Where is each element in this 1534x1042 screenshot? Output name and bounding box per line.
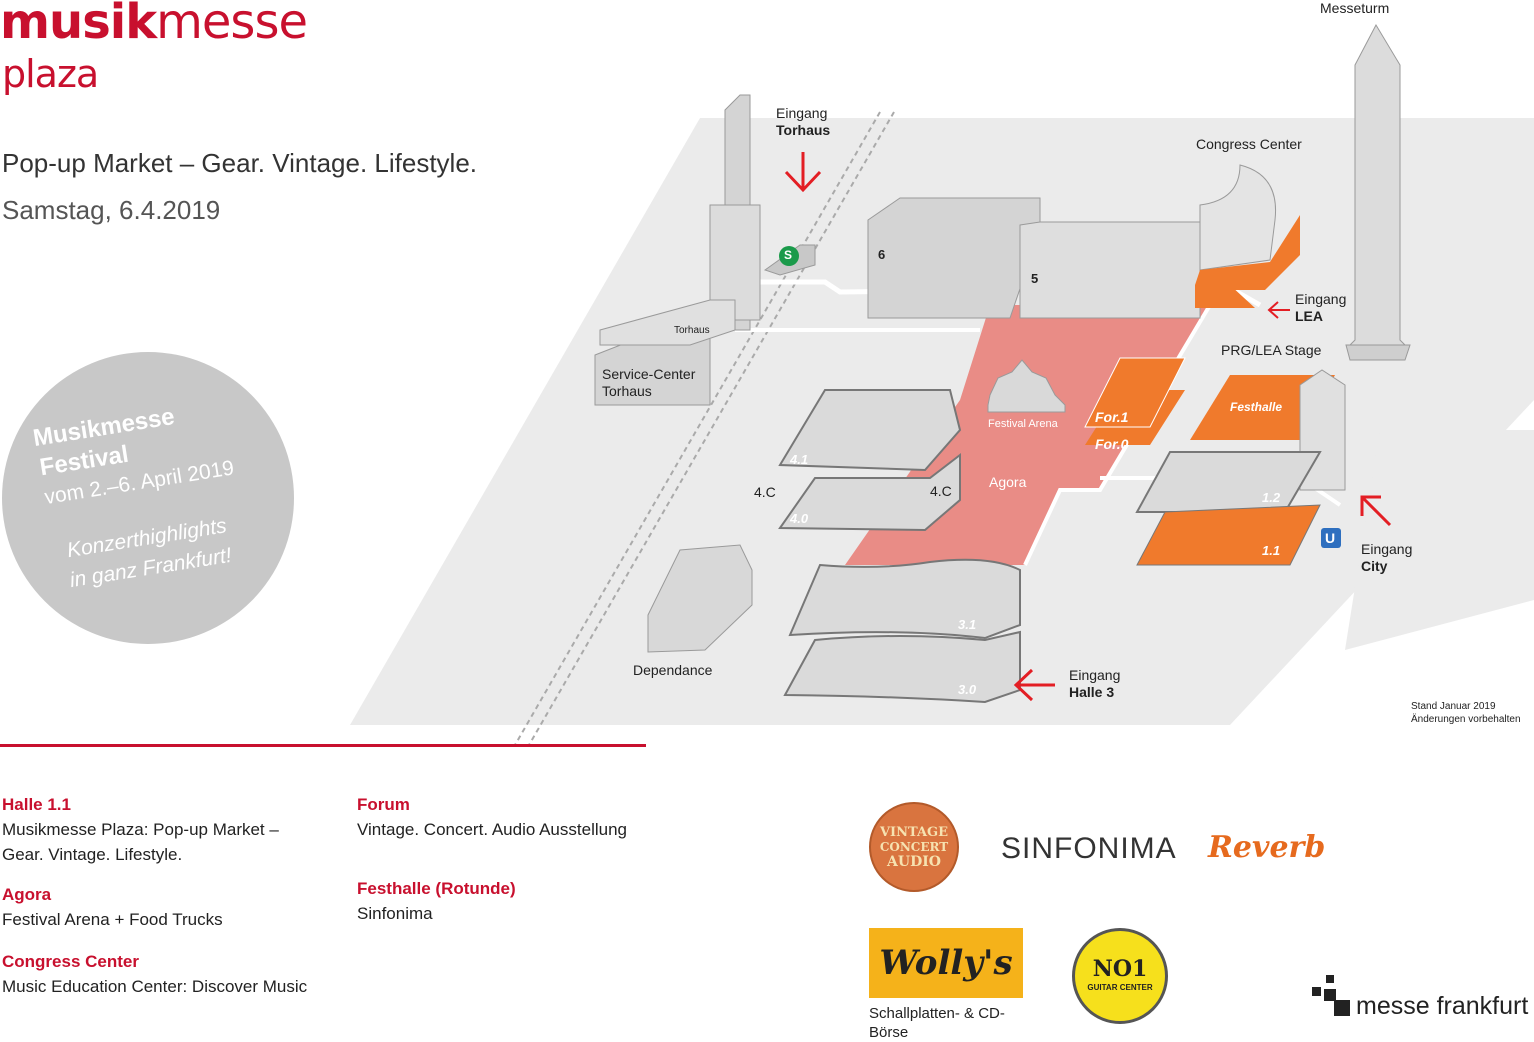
hall-6-building (867, 197, 1041, 319)
brand-subtitle: plaza (2, 52, 99, 96)
label-service-center-1: Service-Center (602, 366, 696, 382)
label-dependance: Dependance (633, 662, 713, 678)
label-hall-1-2: 1.2 (1262, 490, 1281, 505)
legend-column-2: Forum Vintage. Concert. Audio Ausstellun… (357, 795, 657, 926)
label-eingang-city-2: City (1361, 558, 1388, 574)
label-hall-3-0: 3.0 (958, 682, 977, 697)
sinfonima-logo: SINFONIMA (1001, 832, 1177, 865)
label-forum-0: For.0 (1095, 436, 1129, 452)
hall-5-building (1019, 221, 1201, 319)
hall-4-1 (778, 389, 962, 472)
label-service-center-2: Torhaus (602, 383, 652, 399)
legend-heading: Agora (2, 885, 52, 904)
arrow-torhaus (784, 152, 822, 193)
reverb-logo: Reverb (1208, 830, 1326, 865)
legend-text: Sinfonima (357, 904, 433, 923)
festival-badge: Musikmesse Festival vom 2.–6. April 2019… (2, 352, 294, 644)
hall-1-1 (1136, 504, 1321, 566)
label-hall-5: 5 (1031, 271, 1039, 286)
ground-plate-east (1345, 430, 1534, 650)
legend-column-1: Halle 1.1 Musikmesse Plaza: Pop-up Marke… (2, 795, 322, 999)
page-headline: Pop-up Market – Gear. Vintage. Lifestyle… (2, 148, 478, 178)
torhaus-annex (599, 299, 736, 346)
concert-text: CONCERT (879, 839, 949, 854)
u-bahn-label: U (1325, 530, 1336, 546)
label-festival-arena: Festival Arena (988, 418, 1058, 430)
event-date: Samstag, 6.4.2019 (2, 195, 221, 225)
audio-text: AUDIO (887, 853, 941, 870)
label-hall-3-1: 3.1 (958, 617, 977, 632)
legend-divider (0, 744, 646, 747)
note-stand: Stand Januar 2019 (1411, 701, 1496, 712)
festhalle-building (1190, 375, 1335, 440)
legend-text: Vintage. Concert. Audio Ausstellung (357, 820, 627, 839)
s-bahn-icon (779, 246, 799, 266)
s-bahn-label: S (784, 248, 793, 262)
legend-text: Festival Arena + Food Trucks (2, 910, 223, 929)
legend-heading: Festhalle (Rotunde) (357, 879, 516, 898)
railway-line (514, 111, 881, 746)
brand-logo: musikmesse (0, 0, 308, 50)
site-map (350, 23, 1534, 746)
hall-3-0 (783, 630, 1021, 704)
legend-heading: Congress Center (2, 952, 139, 971)
legend-text: Musikmesse Plaza: Pop-up Market – Gear. … (2, 820, 279, 864)
no1-guitar-center-logo: NO1 GUITAR CENTER (1072, 928, 1168, 1024)
wollys-logo: Wolly's (869, 928, 1023, 998)
label-forum-1: For.1 (1095, 409, 1129, 425)
arrow-lea (1267, 301, 1290, 319)
label-agora: Agora (989, 474, 1027, 490)
label-eingang-halle3-1: Eingang (1069, 667, 1121, 683)
label-hall-4-0: 4.0 (790, 511, 809, 526)
hall-4-0 (778, 452, 961, 532)
label-hall-4-1: 4.1 (790, 452, 809, 467)
messeturm-base (1345, 344, 1411, 361)
label-eingang-torhaus-1: Eingang (776, 105, 828, 121)
forum-1 (1084, 357, 1186, 428)
label-hall-4c-right: 4.C (930, 483, 952, 499)
messeturm-tower (1348, 23, 1407, 346)
label-hall-6: 6 (878, 247, 886, 262)
label-torhaus: Torhaus (674, 325, 710, 336)
congress-center-building (1199, 164, 1277, 271)
label-eingang-lea-2: LEA (1295, 308, 1323, 324)
label-eingang-city-1: Eingang (1361, 541, 1413, 557)
note-aenderungen: Änderungen vorbehalten (1411, 714, 1521, 725)
railway-line (528, 111, 895, 746)
legend-text: Music Education Center: Discover Music (2, 977, 308, 996)
vintage-concert-audio-logo: VINTAGE CONCERT AUDIO (869, 802, 959, 892)
label-festhalle: Festhalle (1230, 400, 1283, 414)
legend-heading: Forum (357, 795, 410, 814)
label-prg-lea-stage: PRG/LEA Stage (1221, 342, 1322, 358)
label-messeturm: Messeturm (1320, 0, 1390, 16)
hall-3-1 (788, 558, 1021, 640)
label-eingang-halle3-2: Halle 3 (1069, 684, 1115, 700)
messe-frankfurt-logo: messe frankfurt (1356, 992, 1529, 1020)
torhaus-block (709, 204, 761, 321)
dependance-building (647, 544, 753, 653)
legend-heading: Halle 1.1 (2, 795, 71, 814)
no1-text: NO1 (1092, 956, 1148, 982)
wollys-caption: Schallplatten- & CD-Börse (869, 1005, 1005, 1041)
u-bahn-icon (1321, 528, 1341, 548)
label-eingang-lea-1: Eingang (1295, 291, 1347, 307)
brand-word-regular: messe (156, 0, 308, 50)
arrow-city (1360, 495, 1392, 527)
label-eingang-torhaus-2: Torhaus (776, 122, 831, 138)
messe-frankfurt-icon (1312, 975, 1352, 1016)
label-hall-1-1: 1.1 (1262, 543, 1281, 558)
congress-orange (1195, 215, 1300, 290)
vintage-text: VINTAGE (879, 824, 949, 840)
label-hall-4c-left: 4.C (754, 484, 776, 500)
brand-word-bold: musik (0, 0, 157, 50)
guitar-center-text: GUITAR CENTER (1087, 983, 1153, 992)
label-congress-center: Congress Center (1196, 136, 1302, 152)
arrow-halle3 (1013, 668, 1055, 702)
congress-orange-base (1195, 285, 1255, 308)
festival-arena-tent (987, 359, 1066, 413)
wollys-text: Wolly's (879, 943, 1013, 983)
